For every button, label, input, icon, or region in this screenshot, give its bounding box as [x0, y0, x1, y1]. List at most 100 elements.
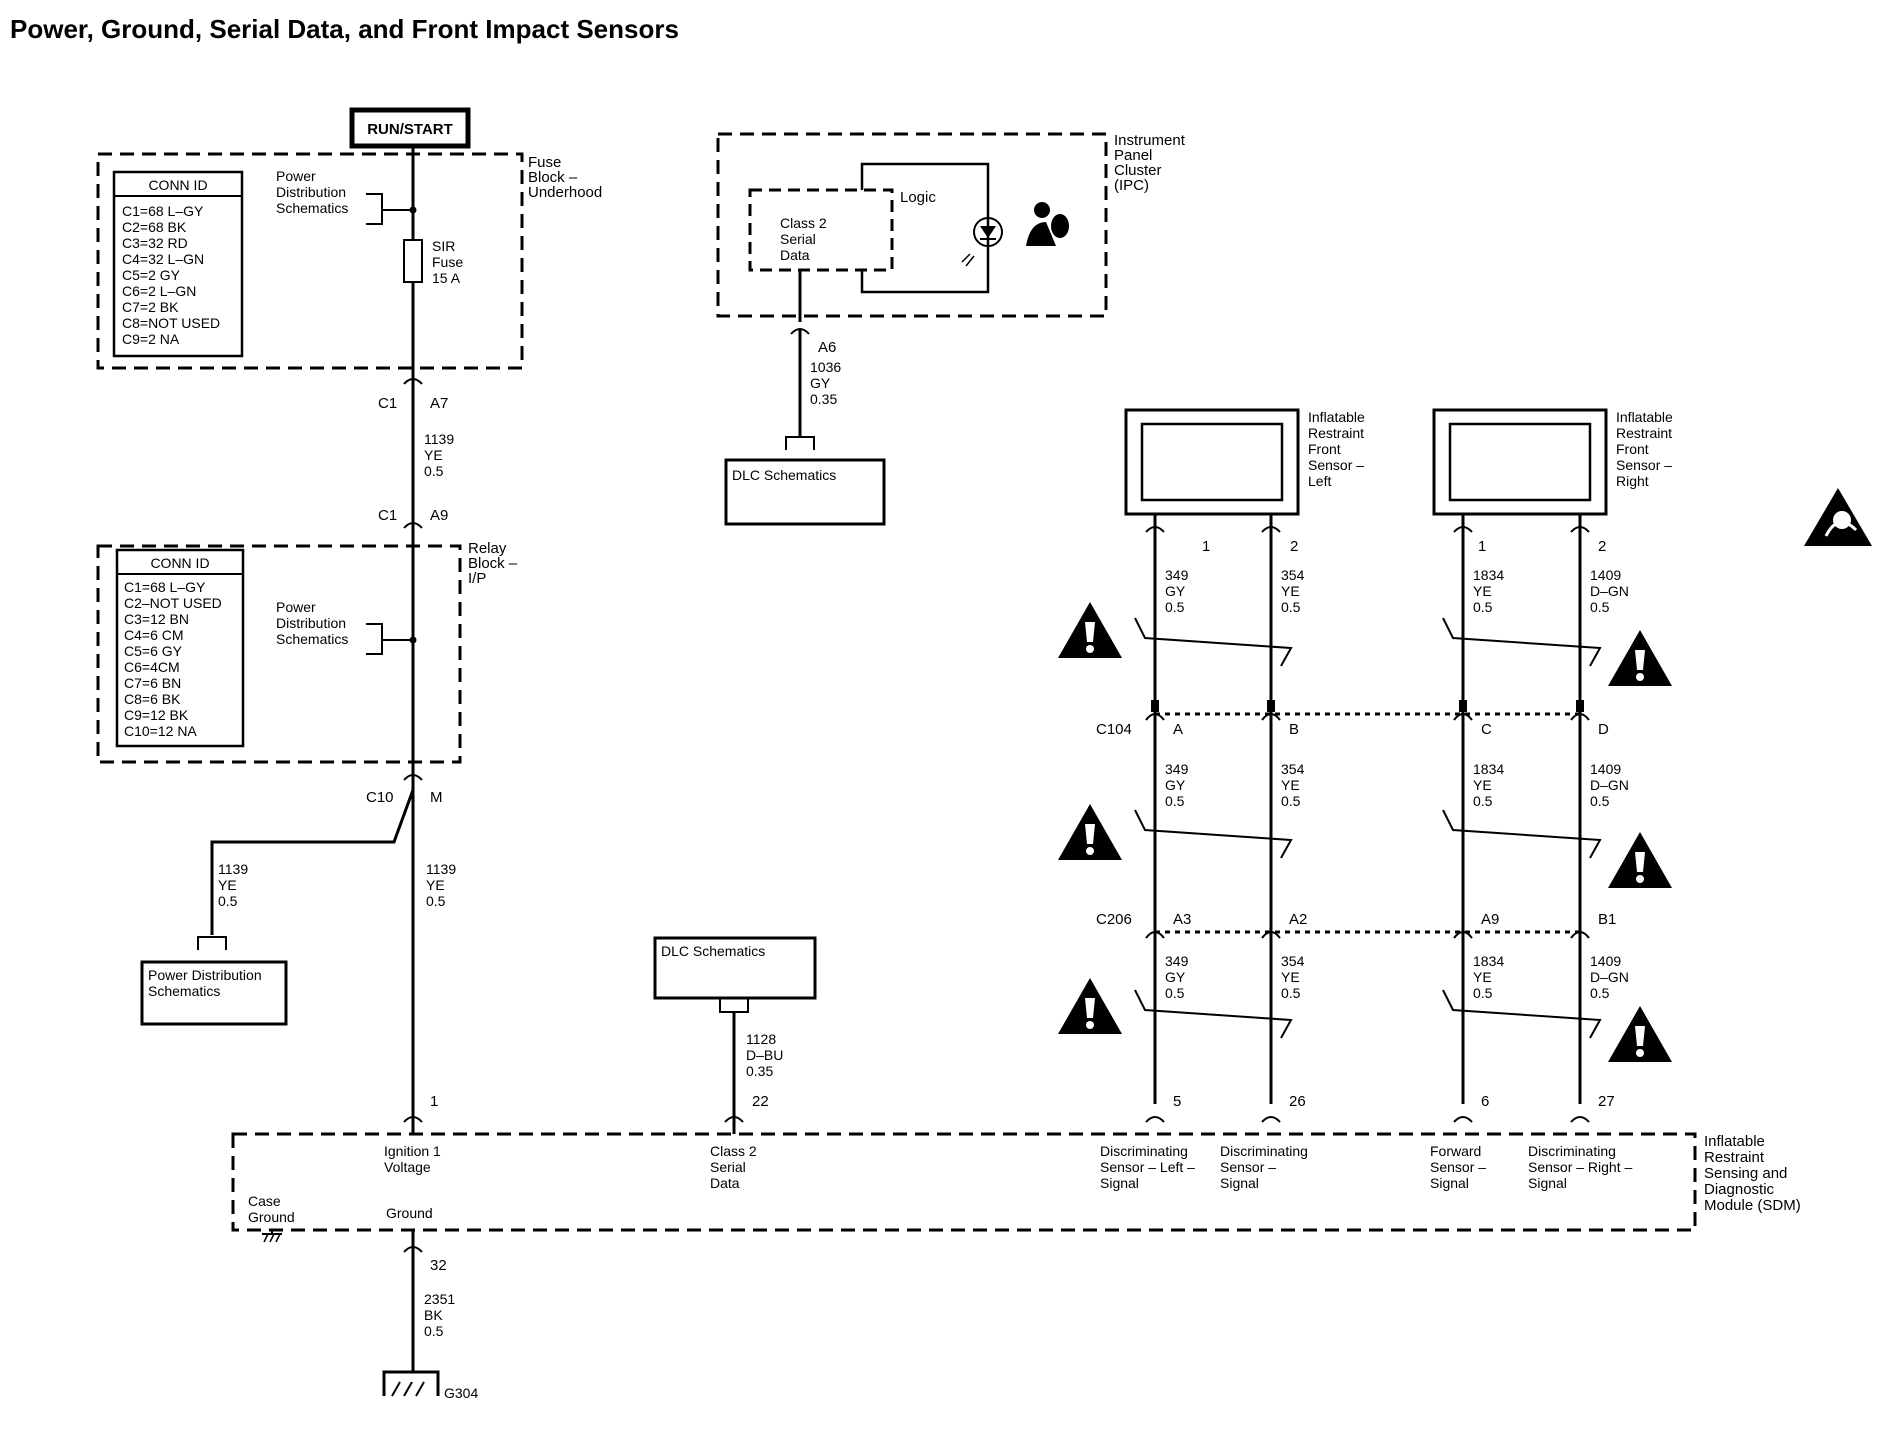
- sensor-right: Inflatable Restraint Front Sensor – Righ…: [1432, 408, 1673, 516]
- wire-label: 1409: [1590, 567, 1621, 583]
- wire-1128-label: 1128 D–BU 0.35: [746, 1031, 783, 1079]
- svg-text:0.5: 0.5: [426, 893, 446, 909]
- svg-text:C4=6 CM: C4=6 CM: [124, 627, 184, 643]
- caution-icon: [1608, 1006, 1672, 1062]
- run-start-label: RUN/START: [367, 121, 453, 138]
- c104-label: C104: [1096, 721, 1132, 738]
- svg-text:Case: Case: [248, 1193, 281, 1209]
- svg-text:Serial: Serial: [780, 231, 816, 247]
- wire-label: D–GN: [1590, 583, 1629, 599]
- sensor-right-pin-1: 1: [1478, 538, 1486, 555]
- svg-text:C4=32 L–GN: C4=32 L–GN: [122, 251, 204, 267]
- fuse-conn-id-table: CONN ID C1=68 L–GY C2=68 BK C3=32 RD C4=…: [112, 170, 244, 358]
- svg-text:Data: Data: [780, 247, 810, 263]
- svg-text:Voltage: Voltage: [384, 1159, 431, 1175]
- wire-label: 0.5: [1473, 599, 1493, 615]
- svg-text:Fuse: Fuse: [432, 254, 463, 270]
- svg-text:Power: Power: [276, 168, 316, 184]
- svg-text:GY: GY: [810, 375, 831, 391]
- svg-text:I/P: I/P: [468, 570, 486, 587]
- wire-label: D–GN: [1590, 969, 1629, 985]
- wire-label: GY: [1165, 583, 1186, 599]
- svg-text:0.5: 0.5: [424, 1323, 444, 1339]
- caution-icon: [1058, 602, 1122, 658]
- sdm-signal-label: Discriminating: [1220, 1143, 1308, 1159]
- svg-text:C2–NOT USED: C2–NOT USED: [124, 595, 222, 611]
- svg-text:C9=12 BK: C9=12 BK: [124, 707, 189, 723]
- svg-text:Sensor –: Sensor –: [1616, 457, 1672, 473]
- svg-text:Inflatable: Inflatable: [1308, 409, 1365, 425]
- sdm-pin-label: 26: [1289, 1093, 1306, 1110]
- svg-text:CONN ID: CONN ID: [150, 555, 209, 571]
- sir-fuse-symbol: [403, 239, 423, 283]
- c206-pin-label: B1: [1598, 911, 1616, 928]
- svg-text:Sensing and: Sensing and: [1704, 1165, 1787, 1182]
- caution-icon: [1608, 630, 1672, 686]
- sdm-label: Inflatable Restraint Sensing and Diagnos…: [1704, 1133, 1801, 1214]
- svg-text:Inflatable: Inflatable: [1616, 409, 1673, 425]
- svg-text:Front: Front: [1308, 441, 1341, 457]
- svg-text:CONN ID: CONN ID: [148, 177, 207, 193]
- wire-label: GY: [1165, 777, 1186, 793]
- connector-ipc-a6: A6: [790, 328, 836, 356]
- svg-text:1036: 1036: [810, 359, 841, 375]
- sdm-signal-label: Sensor –: [1430, 1159, 1486, 1175]
- c104-pin-label: B: [1289, 721, 1299, 738]
- c206-pin-label: A2: [1289, 911, 1307, 928]
- svg-text:Schematics: Schematics: [148, 983, 220, 999]
- wire-label: 354: [1281, 761, 1305, 777]
- svg-text:C7=2 BK: C7=2 BK: [122, 299, 179, 315]
- svg-text:Schematics: Schematics: [276, 200, 348, 216]
- wire-label: 0.5: [1281, 599, 1301, 615]
- svg-text:Schematics: Schematics: [276, 631, 348, 647]
- wire-label: YE: [1281, 969, 1300, 985]
- twisted-pair-marker: [1442, 989, 1602, 1039]
- svg-text:A7: A7: [430, 395, 448, 412]
- sdm-signal-label: Sensor – Left –: [1100, 1159, 1195, 1175]
- svg-text:Relay: Relay: [468, 540, 507, 557]
- sdm-pin-ground: 32: [403, 1230, 447, 1274]
- wire-label: 1409: [1590, 953, 1621, 969]
- c104-pin-label: C: [1481, 721, 1492, 738]
- svg-text:1139: 1139: [218, 861, 248, 877]
- svg-text:C3=32 RD: C3=32 RD: [122, 235, 188, 251]
- svg-text:Front: Front: [1616, 441, 1649, 457]
- svg-text:YE: YE: [424, 447, 443, 463]
- wire-1036-label: 1036 GY 0.35: [810, 359, 841, 407]
- relay-conn-id-table: CONN ID C1=68 L–GY C2–NOT USED C3=12 BN …: [115, 548, 245, 748]
- twisted-pair-marker: [1134, 989, 1293, 1039]
- wire-label: YE: [1473, 969, 1492, 985]
- svg-text:C1=68 L–GY: C1=68 L–GY: [124, 579, 206, 595]
- wire-label: 349: [1165, 761, 1189, 777]
- svg-text:DLC Schematics: DLC Schematics: [732, 467, 836, 483]
- dlc-schematics-bottom-box[interactable]: DLC Schematics: [653, 936, 817, 1000]
- wire-label: YE: [1281, 583, 1300, 599]
- svg-text:C2=68 BK: C2=68 BK: [122, 219, 187, 235]
- svg-text:0.5: 0.5: [424, 463, 444, 479]
- run-start-source: RUN/START: [349, 107, 471, 149]
- svg-text:0.35: 0.35: [810, 391, 837, 407]
- power-distribution-schematics-box[interactable]: Power Distribution Schematics: [140, 960, 288, 1026]
- svg-text:BK: BK: [424, 1307, 443, 1323]
- svg-text:Data: Data: [710, 1175, 740, 1191]
- sdm-signal-label: Sensor –: [1220, 1159, 1276, 1175]
- svg-text:Block –: Block –: [528, 169, 578, 186]
- wire-label: 354: [1281, 953, 1305, 969]
- relay-block-ip: [96, 544, 462, 764]
- svg-text:Distribution: Distribution: [276, 615, 346, 631]
- dlc-schematics-top-box[interactable]: DLC Schematics: [724, 458, 886, 526]
- svg-text:Right: Right: [1616, 473, 1649, 489]
- ipc-label: Instrument Panel Cluster (IPC): [1114, 132, 1186, 194]
- svg-text:15 A: 15 A: [432, 270, 461, 286]
- wire-label: 0.5: [1165, 985, 1185, 1001]
- svg-text:D–BU: D–BU: [746, 1047, 783, 1063]
- wire-label: 0.5: [1590, 599, 1610, 615]
- svg-text:22: 22: [752, 1093, 769, 1110]
- wire-label: 0.5: [1473, 985, 1493, 1001]
- wire-label: 0.5: [1281, 985, 1301, 1001]
- ground-symbol-icon: G304: [382, 1370, 478, 1401]
- svg-text:Inflatable: Inflatable: [1704, 1133, 1765, 1150]
- svg-text:Diagnostic: Diagnostic: [1704, 1181, 1775, 1198]
